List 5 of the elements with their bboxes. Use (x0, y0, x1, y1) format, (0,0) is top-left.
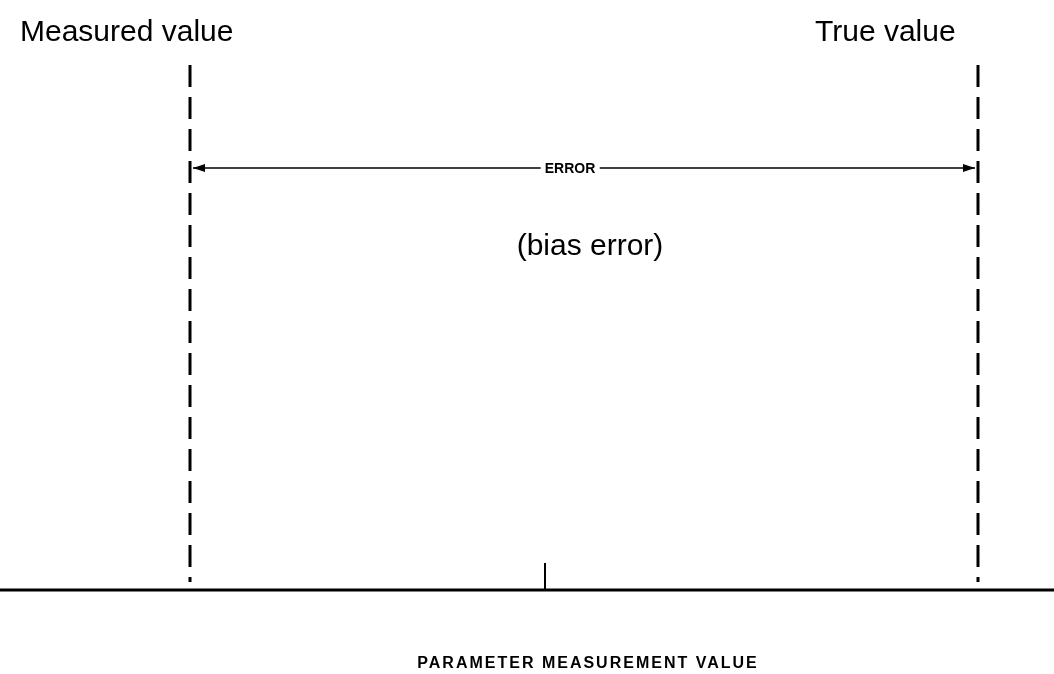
measured-value-label: Measured value (20, 16, 234, 46)
true-value-label: True value (815, 16, 956, 46)
annotation-text: (bias error) (516, 230, 664, 260)
axis-title: PARAMETER MEASUREMENT VALUE (417, 655, 759, 671)
dimension-label: ERROR (540, 161, 600, 175)
